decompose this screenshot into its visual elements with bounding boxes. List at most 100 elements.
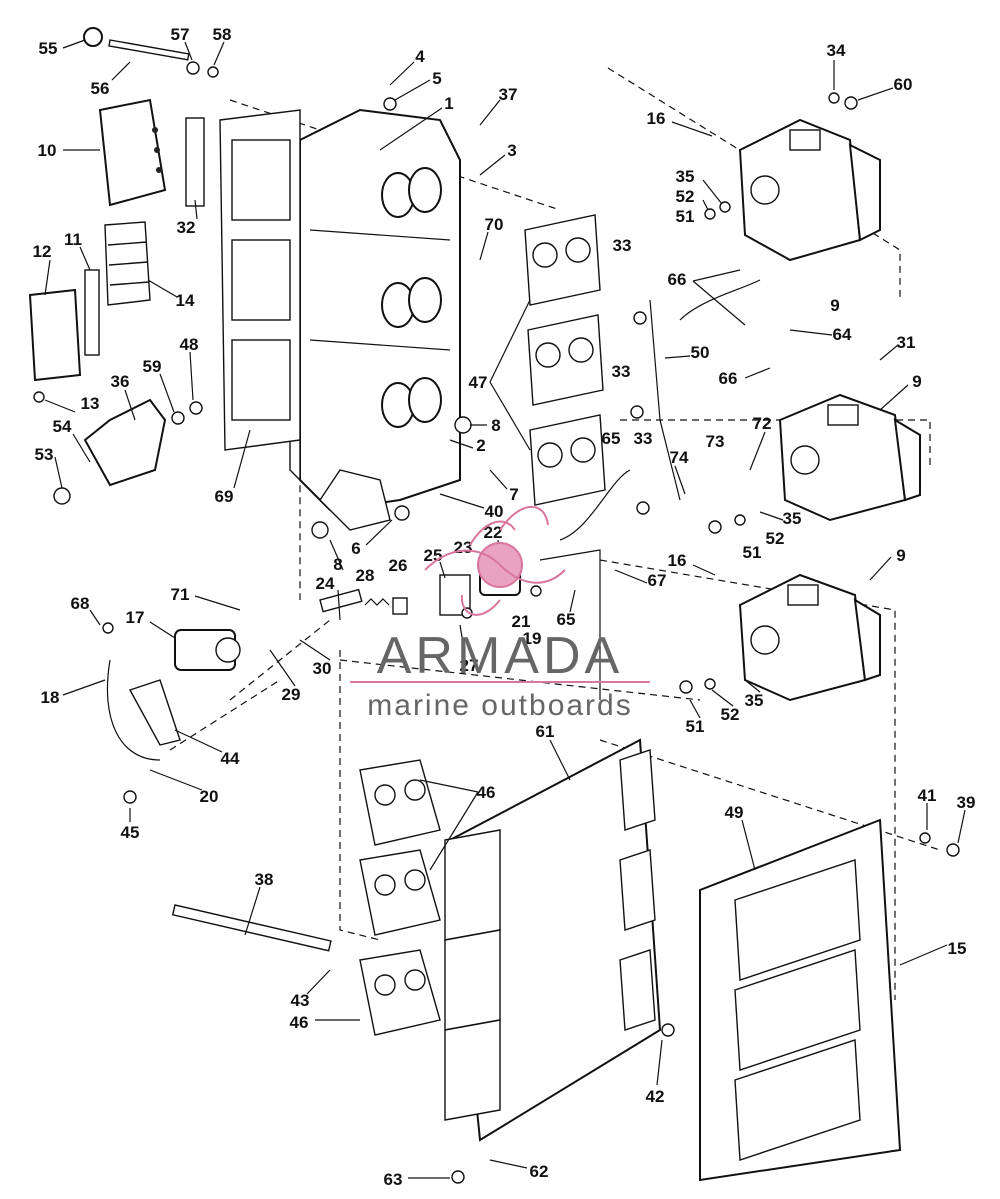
callout-32: 32	[177, 218, 196, 237]
manifold-gasket	[219, 109, 301, 451]
cover-plate-10	[98, 98, 167, 207]
solenoid-17	[174, 629, 241, 671]
callout-51: 51	[676, 207, 695, 226]
callout-52: 52	[721, 705, 740, 724]
callout-11: 11	[64, 230, 82, 249]
callout-51: 51	[686, 717, 705, 736]
callout-7: 7	[509, 485, 518, 504]
callout-33: 33	[634, 429, 653, 448]
callout-74: 74	[670, 448, 689, 467]
callout-44: 44	[221, 749, 240, 768]
hose-65b	[539, 549, 601, 700]
callout-30: 30	[313, 659, 332, 678]
callout-69: 69	[215, 487, 234, 506]
callout-6: 6	[351, 539, 360, 558]
callout-16: 16	[668, 551, 687, 570]
bracket-44	[128, 679, 181, 746]
rod-50	[649, 299, 681, 501]
callout-39: 39	[957, 793, 976, 812]
callout-59: 59	[143, 357, 162, 376]
lower-gaskets-46	[359, 759, 441, 1036]
callout-68: 68	[71, 594, 90, 613]
plate-12	[28, 288, 82, 382]
bracket-36	[83, 398, 167, 487]
callout-35: 35	[783, 509, 802, 528]
callout-24: 24	[316, 574, 335, 593]
armada-watermark: ARMADA marine outboards	[350, 505, 650, 722]
callout-1: 1	[444, 94, 453, 113]
callout-54: 54	[53, 417, 72, 436]
hose-65	[559, 469, 631, 541]
callout-67: 67	[648, 571, 667, 590]
callout-66: 66	[719, 369, 738, 388]
callout-9: 9	[830, 296, 839, 315]
callout-16: 16	[647, 109, 666, 128]
callout-51: 51	[743, 543, 762, 562]
callout-35: 35	[745, 691, 764, 710]
callout-27: 27	[460, 656, 479, 675]
callout-8: 8	[491, 416, 500, 435]
silencer-cover-15	[699, 818, 902, 1182]
carburetor-gaskets	[524, 214, 606, 506]
carburetor-bottom	[738, 573, 881, 702]
callout-28: 28	[356, 566, 375, 585]
callout-36: 36	[111, 372, 130, 391]
callout-55: 55	[39, 39, 58, 58]
callout-48: 48	[180, 335, 199, 354]
callout-61: 61	[536, 722, 555, 741]
callout-56: 56	[91, 79, 110, 98]
callout-63: 63	[384, 1170, 403, 1189]
wire-20	[106, 659, 161, 761]
callout-57: 57	[171, 25, 190, 44]
callout-3: 3	[507, 141, 516, 160]
callout-9: 9	[912, 372, 921, 391]
callout-70: 70	[485, 215, 504, 234]
carburetor-top	[738, 118, 881, 262]
callout-20: 20	[200, 787, 219, 806]
callout-40: 40	[485, 502, 504, 521]
leader-lines	[44, 39, 966, 1179]
callout-46: 46	[290, 1013, 309, 1032]
callout-15: 15	[948, 939, 967, 958]
callout-17: 17	[126, 608, 145, 627]
intake-manifold	[289, 108, 461, 531]
callout-64: 64	[833, 325, 852, 344]
callout-23: 23	[454, 538, 473, 557]
callout-29: 29	[282, 685, 301, 704]
callout-49: 49	[725, 803, 744, 822]
callout-65: 65	[557, 610, 576, 629]
callout-50: 50	[691, 343, 710, 362]
strip-11	[84, 269, 100, 356]
callout-33: 33	[613, 236, 632, 255]
callout-66: 66	[668, 270, 687, 289]
callout-62: 62	[530, 1162, 549, 1181]
callout-45: 45	[121, 823, 140, 842]
callout-2: 2	[476, 436, 485, 455]
callout-12: 12	[33, 242, 52, 261]
callout-8: 8	[333, 555, 342, 574]
long-bolt-56	[108, 39, 190, 61]
callout-65: 65	[602, 429, 621, 448]
callout-9: 9	[896, 546, 905, 565]
callout-31: 31	[897, 333, 916, 352]
silencer-base-61	[444, 738, 662, 1142]
callout-38: 38	[255, 870, 274, 889]
callout-72: 72	[753, 414, 772, 433]
callout-34: 34	[827, 41, 846, 60]
callout-35: 35	[676, 167, 695, 186]
callout-71: 71	[171, 585, 190, 604]
callout-26: 26	[389, 556, 408, 575]
callout-21: 21	[512, 612, 531, 631]
callout-52: 52	[766, 529, 785, 548]
watermark-brand: ARMADA	[377, 627, 623, 685]
callout-18: 18	[41, 688, 60, 707]
callout-14: 14	[176, 291, 195, 310]
callout-42: 42	[646, 1087, 665, 1106]
callout-46: 46	[477, 783, 496, 802]
callout-22: 22	[484, 523, 503, 542]
callout-19: 19	[523, 629, 542, 648]
callout-60: 60	[894, 75, 913, 94]
callout-41: 41	[918, 786, 937, 805]
